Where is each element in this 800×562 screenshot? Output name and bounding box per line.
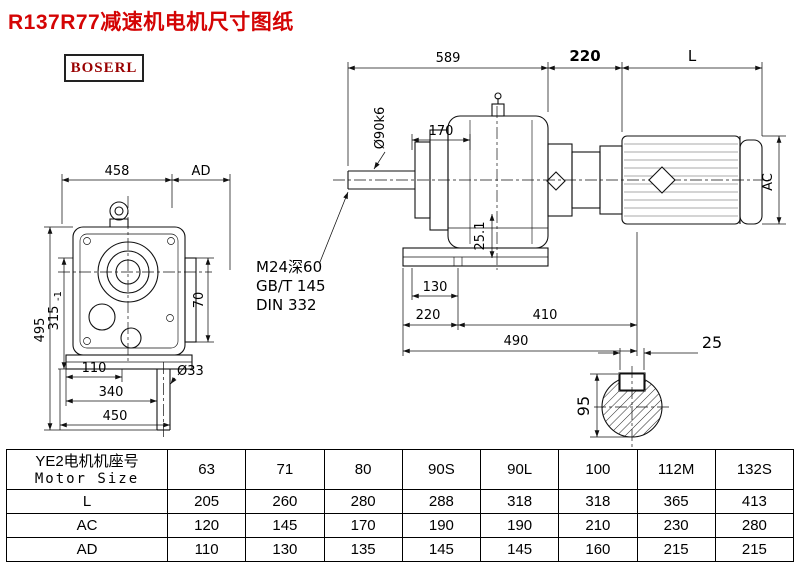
column-header-90s: 90S [401,449,482,490]
table-cell: 288 [401,489,482,514]
column-header-80: 80 [323,449,403,490]
table-cell: 413 [714,489,795,514]
table-row-AC: AC 120 145 170 190 190 210 230 280 [6,513,795,538]
dim-ad-label: AD [192,164,211,179]
dim-keyway-25-label: 25 [702,333,722,352]
table-header-motor-size: YE2电机机座号 Motor Size [6,449,168,490]
dimension-labels: 458 AD 495 315 -1 110 340 450 70 Ø33 589… [33,47,776,424]
table-cell: 280 [714,513,795,538]
dim-315-tolerance-label: -1 [53,291,64,301]
table-cell: 215 [636,537,716,562]
table-cell: 260 [245,489,325,514]
logo-text: BOSERL [70,59,138,76]
table-cell: 145 [479,537,560,562]
page-title: R137R77减速机电机尺寸图纸 [8,11,294,34]
row-label-AC: AC [6,513,168,538]
dim-70-label: 70 [192,292,207,309]
table-row-AD: AD 110 130 135 145 145 160 215 215 [6,537,795,562]
dim-220-bottom-label: 220 [416,308,441,323]
dim-220-top-label: 220 [569,47,600,65]
table-cell: 190 [479,513,560,538]
table-cell: 170 [323,513,403,538]
dim-315-label: 315 [47,306,62,331]
table-cell: 230 [636,513,716,538]
header-cn-label: YE2电机机座号 [35,452,139,470]
dim-ac-label: AC [761,173,776,191]
column-header-71: 71 [245,449,325,490]
dim-95-label: 95 [574,396,593,416]
dim-shaft-dia-33-label: Ø33 [177,364,204,379]
dim-motor-length-label: L [688,47,697,65]
dim-shaft-dia-90k6-label: Ø90k6 [373,107,388,150]
dim-25-1-label: 25.1 [473,222,488,251]
header-en-label: Motor Size [34,470,140,487]
row-label-L: L [6,489,168,514]
front-view-drawing [44,174,231,438]
dim-495-label: 495 [33,318,48,343]
table-cell: 205 [166,489,247,514]
boserl-logo: BOSERL [64,54,144,82]
column-header-112m: 112M [636,449,716,490]
table-cell: 130 [245,537,325,562]
table-cell: 318 [558,489,638,514]
table-cell: 160 [558,537,638,562]
table-cell: 190 [401,513,482,538]
dim-130-label: 130 [423,280,448,295]
technical-drawing: 458 AD 495 315 -1 110 340 450 70 Ø33 589… [33,47,786,448]
table-cell: 110 [166,537,247,562]
table-cell: 135 [323,537,403,562]
column-header-63: 63 [166,449,247,490]
shaft-section-drawing [590,348,698,448]
dim-110-label: 110 [82,361,107,376]
table-row-L: L 205 260 280 288 318 318 365 413 [6,489,795,514]
dim-589-label: 589 [436,51,461,66]
dim-450-label: 450 [103,409,128,424]
table-cell: 365 [636,489,716,514]
dim-458-label: 458 [105,164,130,179]
table-header-row: YE2电机机座号 Motor Size 63 71 80 90S 90L 100… [6,449,795,490]
motor-size-table: YE2电机机座号 Motor Size 63 71 80 90S 90L 100… [6,449,795,562]
dim-170-label: 170 [429,124,454,139]
thread-note-gbt145-label: GB/T 145 [256,277,326,295]
table-cell: 210 [558,513,638,538]
table-cell: 145 [245,513,325,538]
table-cell: 318 [479,489,560,514]
thread-note-din332-label: DIN 332 [256,296,317,314]
table-cell: 215 [714,537,795,562]
dim-490-label: 490 [504,334,529,349]
dim-410-label: 410 [533,308,558,323]
column-header-132s: 132S [714,449,795,490]
table-cell: 120 [166,513,247,538]
thread-note-m24-label: M24深60 [256,258,322,276]
side-view-drawing [319,62,786,356]
row-label-AD: AD [6,537,168,562]
table-cell: 280 [323,489,403,514]
column-header-90l: 90L [479,449,560,490]
table-cell: 145 [401,537,482,562]
dim-340-label: 340 [99,385,124,400]
column-header-100: 100 [558,449,638,490]
